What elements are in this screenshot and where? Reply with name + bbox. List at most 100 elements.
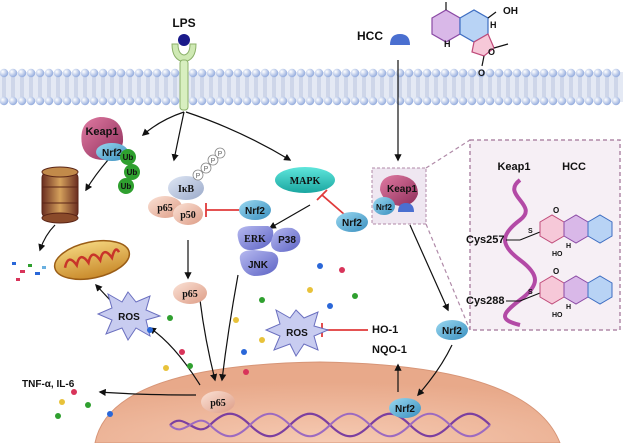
lipid-head (296, 68, 306, 78)
lipid-head (80, 68, 90, 78)
p65-nucleus: p65 (201, 391, 235, 413)
lipid-head (278, 68, 288, 78)
lipid-head (404, 68, 414, 78)
lipid-head (476, 68, 486, 78)
hcc-top-label: HCC (357, 29, 383, 43)
lipid-head (449, 96, 459, 106)
lipid-head (458, 68, 468, 78)
nrf2-nucleus: Nrf2 (389, 398, 421, 418)
molecule-dot (243, 369, 249, 375)
inhibition-arrows (205, 189, 368, 337)
ub-1: Ub (123, 153, 134, 162)
nrf2-mapk-inhibitor: Nrf2 (336, 212, 368, 232)
molecule-dot (307, 287, 313, 293)
svg-text:p65: p65 (210, 398, 226, 409)
lipid-head (539, 68, 549, 78)
lipid-head (107, 68, 117, 78)
lps-label: LPS (172, 16, 195, 30)
molecule-dot (179, 349, 185, 355)
lipid-head (449, 68, 459, 78)
nrf2-left-label: Nrf2 (102, 148, 122, 159)
molecule-dot (147, 327, 153, 333)
molecule-dot (339, 267, 345, 273)
lipid-head (485, 96, 495, 106)
molecule-dot (187, 363, 193, 369)
lipid-head (44, 96, 54, 106)
tnf-il6-label: TNF-α, IL-6 (22, 379, 75, 390)
p50-label: p50 (180, 210, 196, 221)
lipid-head (566, 68, 576, 78)
lipid-head (98, 96, 108, 106)
lipid-head (233, 96, 243, 106)
lipid-head (26, 68, 36, 78)
mapk-complex: MAPK ERK P38 JNK (237, 167, 335, 276)
lipid-head (8, 96, 18, 106)
lipid-head (89, 96, 99, 106)
lipid-head (566, 96, 576, 106)
lipid-head (296, 96, 306, 106)
lipid-head (593, 68, 603, 78)
lipid-head (359, 96, 369, 106)
lipid-head (359, 68, 369, 78)
lipid-head (62, 96, 72, 106)
hcc-structure (431, 2, 509, 67)
lipid-head (107, 96, 117, 106)
nrf2-nfkb-inhibitor: Nrf2 (239, 200, 271, 220)
keap1-left-label: Keap1 (85, 126, 118, 138)
molecule-dot (241, 349, 247, 355)
p65-complex-label: p65 (157, 203, 173, 214)
nqo1-label: NQO-1 (372, 344, 407, 356)
svg-text:Nrf2: Nrf2 (245, 206, 265, 217)
lipid-head (611, 96, 621, 106)
lipid-head (323, 68, 333, 78)
lipid-head (62, 68, 72, 78)
lipid-head (170, 68, 180, 78)
nfkb-complex: IκB P P P P p65 p50 (148, 147, 226, 225)
molecule-dot (167, 315, 173, 321)
lipid-head (503, 68, 513, 78)
lipid-head (440, 68, 450, 78)
lipid-head (242, 96, 252, 106)
lipid-head (431, 96, 441, 106)
lipid-head (458, 96, 468, 106)
lipid-head (530, 96, 540, 106)
lipid-head (134, 68, 144, 78)
lipid-head (368, 96, 378, 106)
molecule-dot (85, 402, 91, 408)
cys288-label: Cys288 (466, 295, 505, 307)
lipid-head (116, 96, 126, 106)
svg-text:HO: HO (552, 251, 563, 258)
lipid-head (602, 68, 612, 78)
ub-2: Ub (127, 168, 138, 177)
ikb-label: IκB (178, 184, 194, 195)
molecule-dot (327, 303, 333, 309)
lipid-head (584, 96, 594, 106)
svg-text:P: P (204, 166, 209, 173)
cys257-label: Cys257 (466, 234, 505, 246)
svg-text:P: P (211, 158, 216, 165)
lipid-head (440, 96, 450, 106)
molecule-dot (259, 337, 265, 343)
lipid-head (557, 68, 567, 78)
lipid-head (350, 96, 360, 106)
lipid-head (395, 96, 405, 106)
lipid-head (422, 68, 432, 78)
lipid-head (476, 96, 486, 106)
svg-text:P: P (218, 151, 223, 158)
keap1-helix (503, 178, 537, 327)
lipid-head (224, 68, 234, 78)
lipid-head (152, 68, 162, 78)
keap1-hcc-complex: Keap1 Nrf2 (371, 167, 427, 225)
mapk-label: MAPK (290, 176, 321, 187)
lipid-head (35, 96, 45, 106)
lipid-head (251, 68, 261, 78)
svg-text:HCC: HCC (562, 161, 586, 173)
svg-text:Nrf2: Nrf2 (395, 404, 415, 415)
lipid-head (233, 68, 243, 78)
nrf2-released: Nrf2 (436, 320, 468, 340)
molecule-dot (71, 389, 77, 395)
lipid-head (80, 96, 90, 106)
molecule-dot (352, 293, 358, 299)
lipid-head (17, 96, 27, 106)
ub-3: Ub (121, 182, 132, 191)
